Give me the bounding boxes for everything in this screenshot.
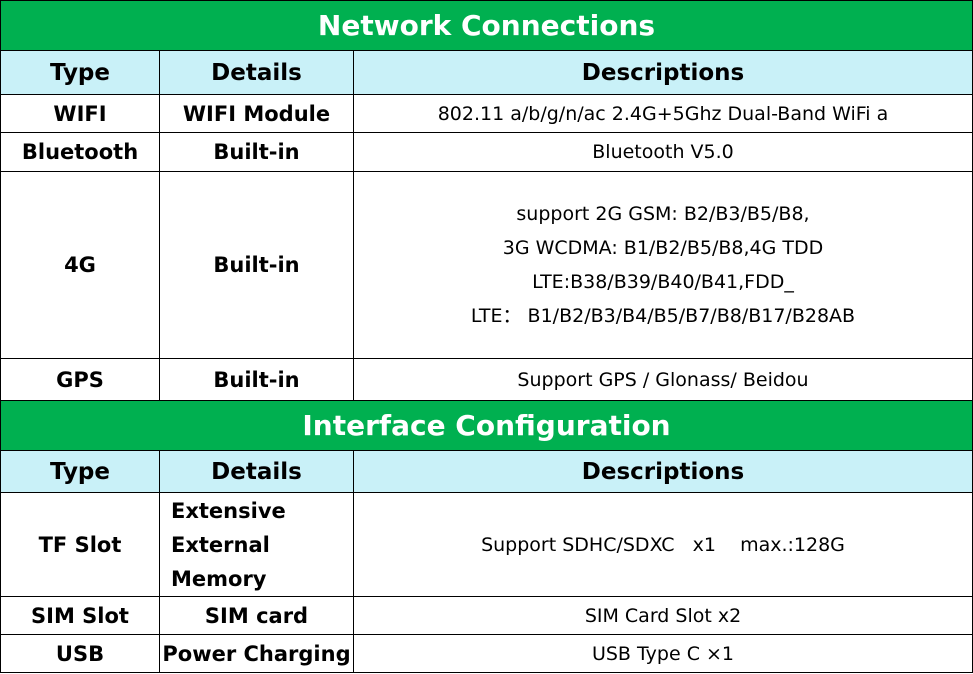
- row-desc-4g: support 2G GSM: B2/B3/B5/B8, 3G WCDMA: B…: [353, 171, 973, 359]
- row-type-usb: USB: [0, 634, 160, 673]
- network-header-type: Type: [0, 50, 160, 95]
- network-header-descriptions: Descriptions: [353, 50, 973, 95]
- table-row: GPS Built-in Support GPS / Glonass/ Beid…: [0, 358, 973, 401]
- row-desc-gps: Support GPS / Glonass/ Beidou: [353, 358, 973, 401]
- interface-header-details: Details: [159, 450, 354, 493]
- table-row: SIM Slot SIM card SIM Card Slot x2: [0, 596, 973, 635]
- row-type-wifi: WIFI: [0, 94, 160, 133]
- row-desc-tf-slot: Support SDHC/SDXC x1 max.:128G: [353, 492, 973, 597]
- row-details-bluetooth: Built-in: [159, 132, 354, 172]
- row-type-gps: GPS: [0, 358, 160, 401]
- desc-line: LTE:B38/B39/B40/B41,FDD_: [532, 271, 794, 293]
- desc-line: support 2G GSM: B2/B3/B5/B8,: [516, 203, 810, 225]
- details-line: Extensive: [171, 498, 286, 523]
- row-desc-wifi: 802.11 a/b/g/n/ac 2.4G+5Ghz Dual-Band Wi…: [353, 94, 973, 133]
- row-details-wifi: WIFI Module: [159, 94, 354, 133]
- row-details-4g: Built-in: [159, 171, 354, 359]
- row-details-usb: Power Charging: [159, 634, 354, 673]
- row-details-gps: Built-in: [159, 358, 354, 401]
- row-details-sim-slot: SIM card: [159, 596, 354, 635]
- table-row: 4G Built-in support 2G GSM: B2/B3/B5/B8,…: [0, 171, 973, 359]
- row-type-bluetooth: Bluetooth: [0, 132, 160, 172]
- row-desc-sim-slot: SIM Card Slot x2: [353, 596, 973, 635]
- table-row: USB Power Charging USB Type C ×1: [0, 634, 973, 673]
- row-desc-usb: USB Type C ×1: [353, 634, 973, 673]
- row-type-sim-slot: SIM Slot: [0, 596, 160, 635]
- interface-header-descriptions: Descriptions: [353, 450, 973, 493]
- table-row: TF Slot Extensive External Memory Suppor…: [0, 492, 973, 597]
- network-header-details: Details: [159, 50, 354, 95]
- interface-header-type: Type: [0, 450, 160, 493]
- row-type-tf-slot: TF Slot: [0, 492, 160, 597]
- desc-line: 3G WCDMA: B1/B2/B5/B8,4G TDD: [502, 237, 824, 259]
- details-line: External: [171, 532, 270, 557]
- table-row: WIFI WIFI Module 802.11 a/b/g/n/ac 2.4G+…: [0, 94, 973, 133]
- table-row: Bluetooth Built-in Bluetooth V5.0: [0, 132, 973, 172]
- row-type-4g: 4G: [0, 171, 160, 359]
- network-section-title: Network Connections: [0, 0, 973, 51]
- desc-line: LTE： B1/B2/B3/B4/B5/B7/B8/B17/B28AB: [470, 305, 856, 327]
- row-details-tf-slot: Extensive External Memory: [159, 492, 354, 597]
- row-desc-bluetooth: Bluetooth V5.0: [353, 132, 973, 172]
- interface-section-title: Interface Configuration: [0, 400, 973, 451]
- details-line: Memory: [171, 566, 267, 591]
